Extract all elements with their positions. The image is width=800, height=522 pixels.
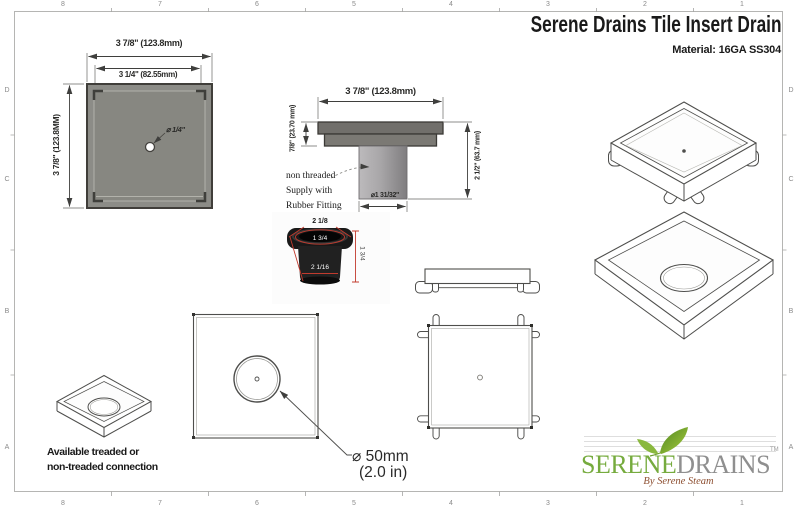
leaf-icon [660, 427, 688, 454]
top-view-height-dim: 3 7/8" (123.8MM) [51, 114, 61, 176]
connection-note-line2: non-treaded connection [47, 461, 158, 473]
grid-col-label: 7 [158, 500, 162, 507]
grid-col-label: 4 [449, 1, 453, 8]
insert-bottom-view-drawing [417, 314, 540, 440]
brand-name-drains: DRAINS [676, 450, 771, 479]
side-view-drawing [301, 97, 472, 212]
leaf-small-icon [637, 439, 658, 454]
grid-row-label: C [788, 176, 794, 183]
connection-note-line1: Available treaded or [47, 446, 139, 458]
iso-connection-drawing [55, 374, 153, 438]
top-view-outer-width-dim: 3 7/8" (123.8mm) [115, 38, 183, 48]
brand-name-serene: SERENE [581, 450, 677, 479]
outlet-view-drawing [192, 313, 352, 456]
side-view-outlet-dia-dim: ⌀1 31/32" [370, 192, 400, 199]
grid-col-label: 2 [643, 1, 647, 8]
supply-note-line1: non threaded [286, 171, 336, 181]
fitting-top-dim: 2 1/8 [312, 218, 328, 225]
grid-col-label: 6 [255, 500, 259, 507]
rubber-fitting-photo [272, 212, 390, 304]
grid-col-label: 1 [740, 500, 744, 507]
outlet-dia-inches: (2.0 in) [359, 464, 408, 481]
brand-logo: SERENEDRAINS [581, 450, 771, 480]
sheet-frame [10, 8, 787, 496]
grid-col-label: 8 [61, 1, 65, 8]
top-view-inner-width-dim: 3 1/4" (82.55mm) [118, 70, 178, 79]
grid-row-label: D [4, 87, 10, 94]
top-view-hole-dia-label: ⌀ 1/4" [166, 125, 185, 134]
page-title: Serene Drains Tile Insert Drain [447, 11, 781, 38]
side-view-lip-height-dim: 7/8" (23.70 mm) [289, 104, 297, 153]
fitting-opening-dim: 1 3/4 [312, 235, 328, 242]
material-spec: Material: 16GA SS304 [672, 44, 781, 56]
logo-graphics [584, 427, 776, 457]
supply-note-line2: Supply with [286, 186, 333, 196]
grid-row-label: C [4, 176, 10, 183]
grid-col-label: 2 [643, 500, 647, 507]
supply-note-line3: Rubber Fitting [286, 201, 342, 211]
grid-col-label: 3 [546, 500, 550, 507]
side-view-total-height-dim: 2 1/2" (63.7 mm) [474, 131, 482, 180]
grid-row-label: B [788, 308, 794, 315]
side-view-width-dim: 3 7/8" (123.8mm) [345, 86, 416, 97]
trademark-label: TM [770, 447, 779, 453]
page-title-text: Serene Drains Tile Insert Drain [530, 11, 781, 37]
grid-row-label: A [4, 444, 10, 451]
grid-col-label: 5 [352, 500, 356, 507]
grid-row-label: D [788, 87, 794, 94]
grid-col-label: 5 [352, 1, 356, 8]
brand-tagline: By Serene Steam [643, 476, 714, 487]
grid-col-label: 4 [449, 500, 453, 507]
top-view-drawing [63, 53, 213, 209]
grid-col-label: 1 [740, 1, 744, 8]
grid-col-label: 7 [158, 1, 162, 8]
fitting-height-dim: 1 3/4 [358, 246, 366, 261]
grid-row-label: A [788, 444, 794, 451]
fitting-red-dimensions [288, 226, 359, 283]
grid-col-label: 8 [61, 500, 65, 507]
iso-insert-drawing [608, 101, 759, 205]
iso-base-drawing [593, 211, 775, 340]
outlet-dia-value: ⌀ 50mm [352, 448, 409, 465]
grid-col-label: 6 [255, 1, 259, 8]
grid-row-label: B [4, 308, 10, 315]
grid-col-label: 3 [546, 1, 550, 8]
insert-elevation-drawing [415, 268, 540, 294]
fitting-body-dim: 2 1/16 [310, 264, 330, 271]
